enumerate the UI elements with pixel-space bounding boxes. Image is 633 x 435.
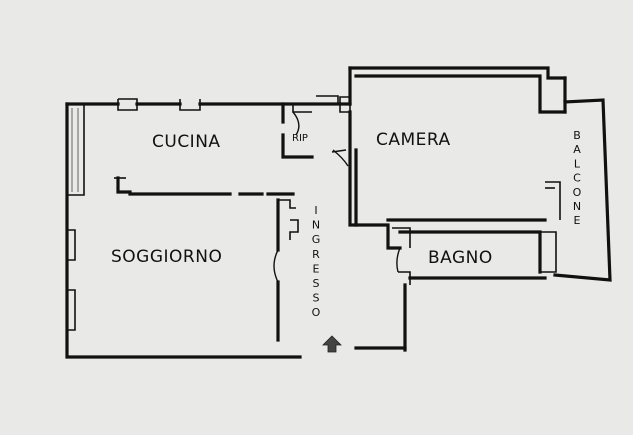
room-label-cucina: CUCINA bbox=[152, 132, 221, 152]
walls bbox=[65, 66, 612, 359]
door-camera bbox=[332, 149, 349, 167]
ingresso-letter: O bbox=[312, 306, 321, 319]
balcone-letter: E bbox=[574, 214, 581, 227]
ingresso-letter: I bbox=[314, 204, 317, 217]
door-bagno bbox=[396, 247, 401, 273]
door-soggiorno bbox=[273, 249, 279, 283]
room-label-soggiorno: SOGGIORNO bbox=[111, 247, 222, 267]
door-kitchen-hall bbox=[292, 111, 300, 136]
balcone-letter: A bbox=[573, 143, 581, 156]
room-label-rip: RIP bbox=[292, 133, 308, 144]
ingresso-letter: S bbox=[313, 277, 320, 290]
balcone-letter: C bbox=[573, 172, 581, 185]
ingresso-letter: R bbox=[312, 248, 320, 261]
ingresso-letter: N bbox=[312, 219, 320, 232]
balcone-letter: N bbox=[573, 200, 581, 213]
balcone-letter: O bbox=[573, 186, 582, 199]
entrance-arrow-icon bbox=[322, 335, 342, 353]
room-label-camera: CAMERA bbox=[376, 130, 451, 150]
doors bbox=[273, 111, 401, 283]
ingresso-letter: G bbox=[312, 233, 321, 246]
ingresso-letter: S bbox=[313, 292, 320, 305]
balcone-letter: L bbox=[574, 157, 581, 170]
balcone-letter: B bbox=[573, 129, 581, 142]
room-label-bagno: BAGNO bbox=[428, 248, 493, 268]
ingresso-letter: E bbox=[313, 262, 320, 275]
